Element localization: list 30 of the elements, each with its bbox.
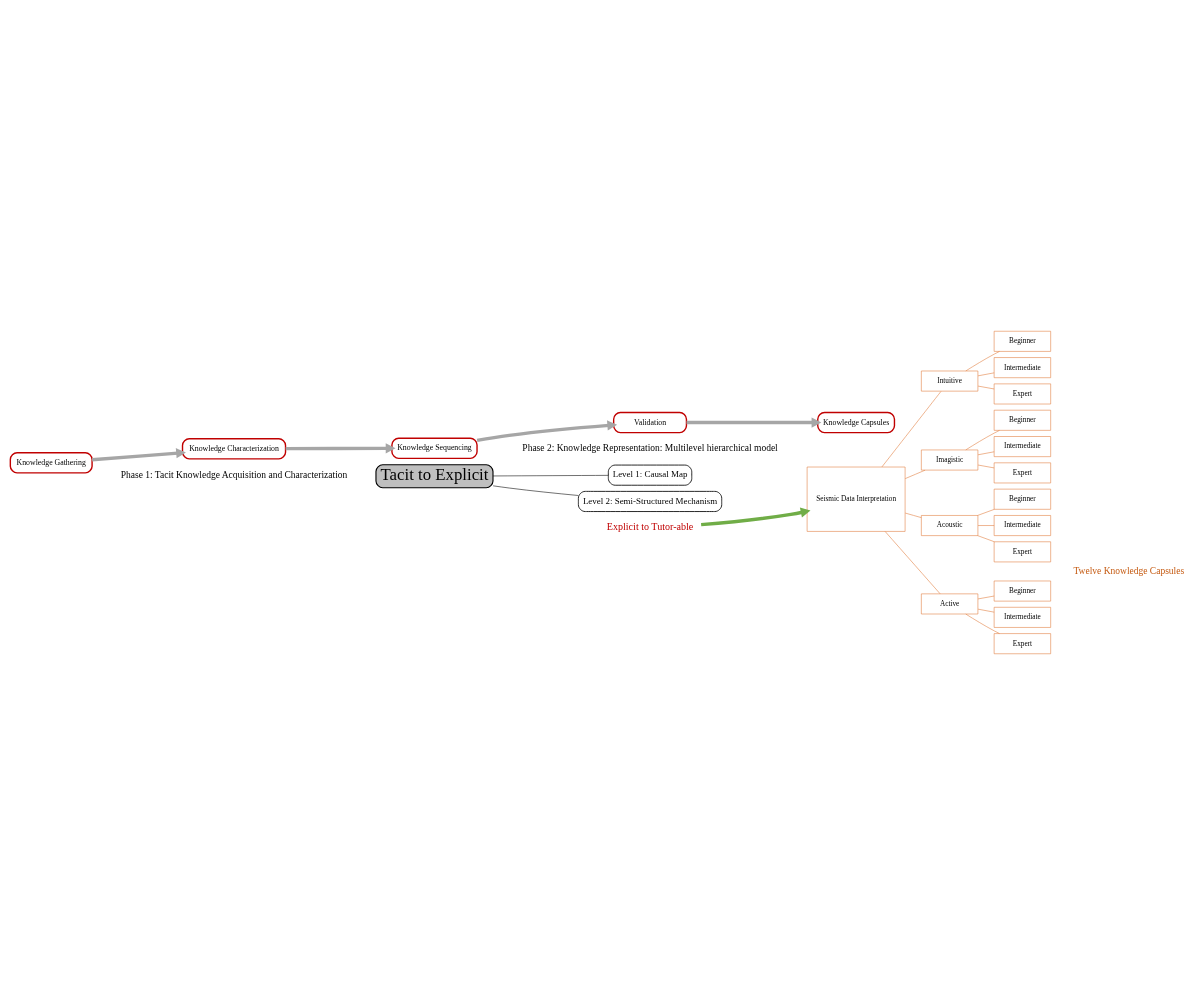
connector [884, 530, 941, 594]
node-box: Tacit to Explicit [375, 463, 494, 488]
connector [977, 534, 995, 542]
connector [905, 469, 926, 479]
arrow [91, 447, 186, 461]
node-box: Knowledge Capsules [817, 411, 896, 433]
node-box: Level 1: Causal Map [607, 464, 693, 486]
node-box: Knowledge Sequencing [391, 437, 478, 459]
node-box: Level 2: Semi-Structured Mechanism [577, 490, 723, 512]
connector [977, 372, 995, 376]
node-box: Knowledge Gathering [9, 451, 93, 474]
connector [977, 524, 995, 526]
connector [977, 595, 995, 599]
connector [977, 508, 995, 516]
connector [492, 474, 609, 476]
arrow [476, 419, 618, 442]
arrow [686, 416, 822, 428]
node-box: Knowledge Characterization [181, 437, 287, 460]
node-box: Validation [612, 411, 688, 433]
arrow [285, 442, 396, 454]
connector [965, 429, 1000, 450]
connector [965, 350, 1000, 371]
connector [492, 485, 579, 496]
connector [881, 390, 942, 467]
node-text: Explicit to Tutor-able [606, 520, 694, 532]
label: Twelve Knowledge Capsules [1073, 565, 1185, 576]
arrow [701, 507, 811, 526]
label: Phase 1: Tacit Knowledge Acquisition and Characterization [120, 469, 348, 480]
label: Phase 2: Knowledge Representation: Multilevel hierarchical model [522, 442, 778, 453]
connector [965, 613, 1000, 634]
